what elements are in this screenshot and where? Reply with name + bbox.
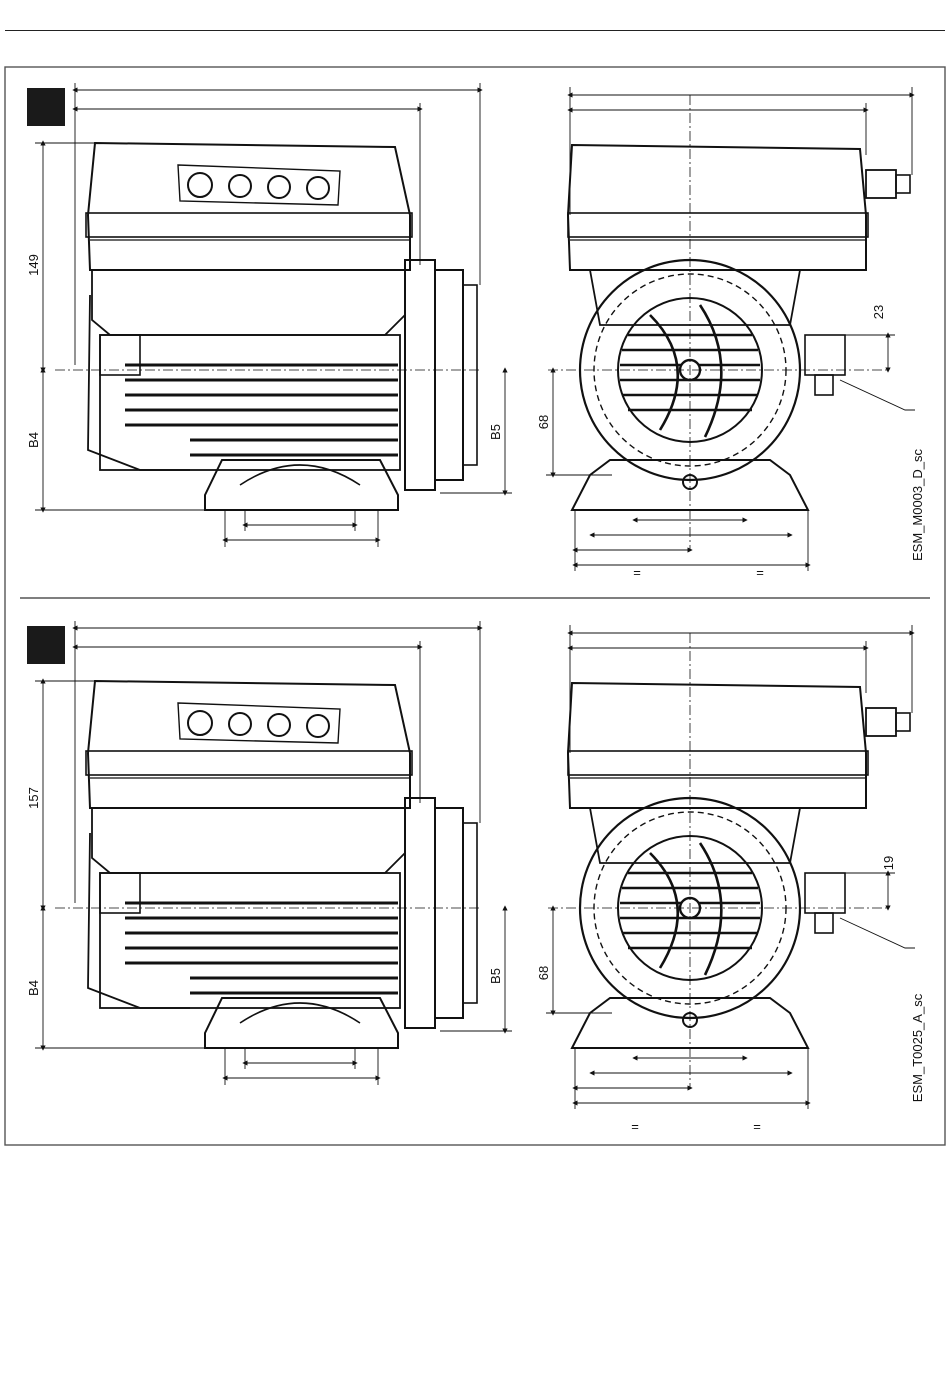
- panel-1-eq-left: =: [633, 565, 641, 580]
- panel-1: 149 B4 B5 68 23 = = ESM_M0003_D_sc: [26, 83, 925, 580]
- panel-1-marker: [27, 88, 65, 126]
- panel-1-side-view: [55, 143, 480, 510]
- panel-2-eq-right: =: [753, 1119, 761, 1134]
- panel-2-drawing-code: ESM_T0025_A_sc: [910, 993, 925, 1102]
- panel-2-side-view: [55, 681, 480, 1048]
- panel-1-dim-height: 149: [26, 254, 41, 276]
- panel-2-dim-b4: B4: [26, 980, 41, 996]
- panel-1-dimension-lines: [35, 83, 915, 571]
- panel-2-eq-left: =: [631, 1119, 639, 1134]
- panel-2-dimension-lines: [35, 621, 915, 1109]
- panel-2-dim-68: 68: [536, 966, 551, 980]
- drawing-frame: [5, 67, 945, 1145]
- panel-1-front-view: [548, 95, 910, 550]
- panel-1-dim-b5: B5: [488, 424, 503, 440]
- panel-2-front-view: [548, 633, 910, 1088]
- panel-2-dim-b5: B5: [488, 968, 503, 984]
- panel-1-dim-23: 23: [871, 305, 886, 319]
- panel-1-drawing-code: ESM_M0003_D_sc: [910, 449, 925, 561]
- panel-2-dim-19: 19: [881, 856, 896, 870]
- panel-1-dim-b4: B4: [26, 432, 41, 448]
- panel-1-dim-68: 68: [536, 415, 551, 429]
- panel-1-eq-right: =: [756, 565, 764, 580]
- panel-2-marker: [27, 626, 65, 664]
- panel-2: 157 B4 B5 68 19 = = ESM_T0025_A_sc: [26, 621, 925, 1134]
- panel-2-dim-height: 157: [26, 787, 41, 809]
